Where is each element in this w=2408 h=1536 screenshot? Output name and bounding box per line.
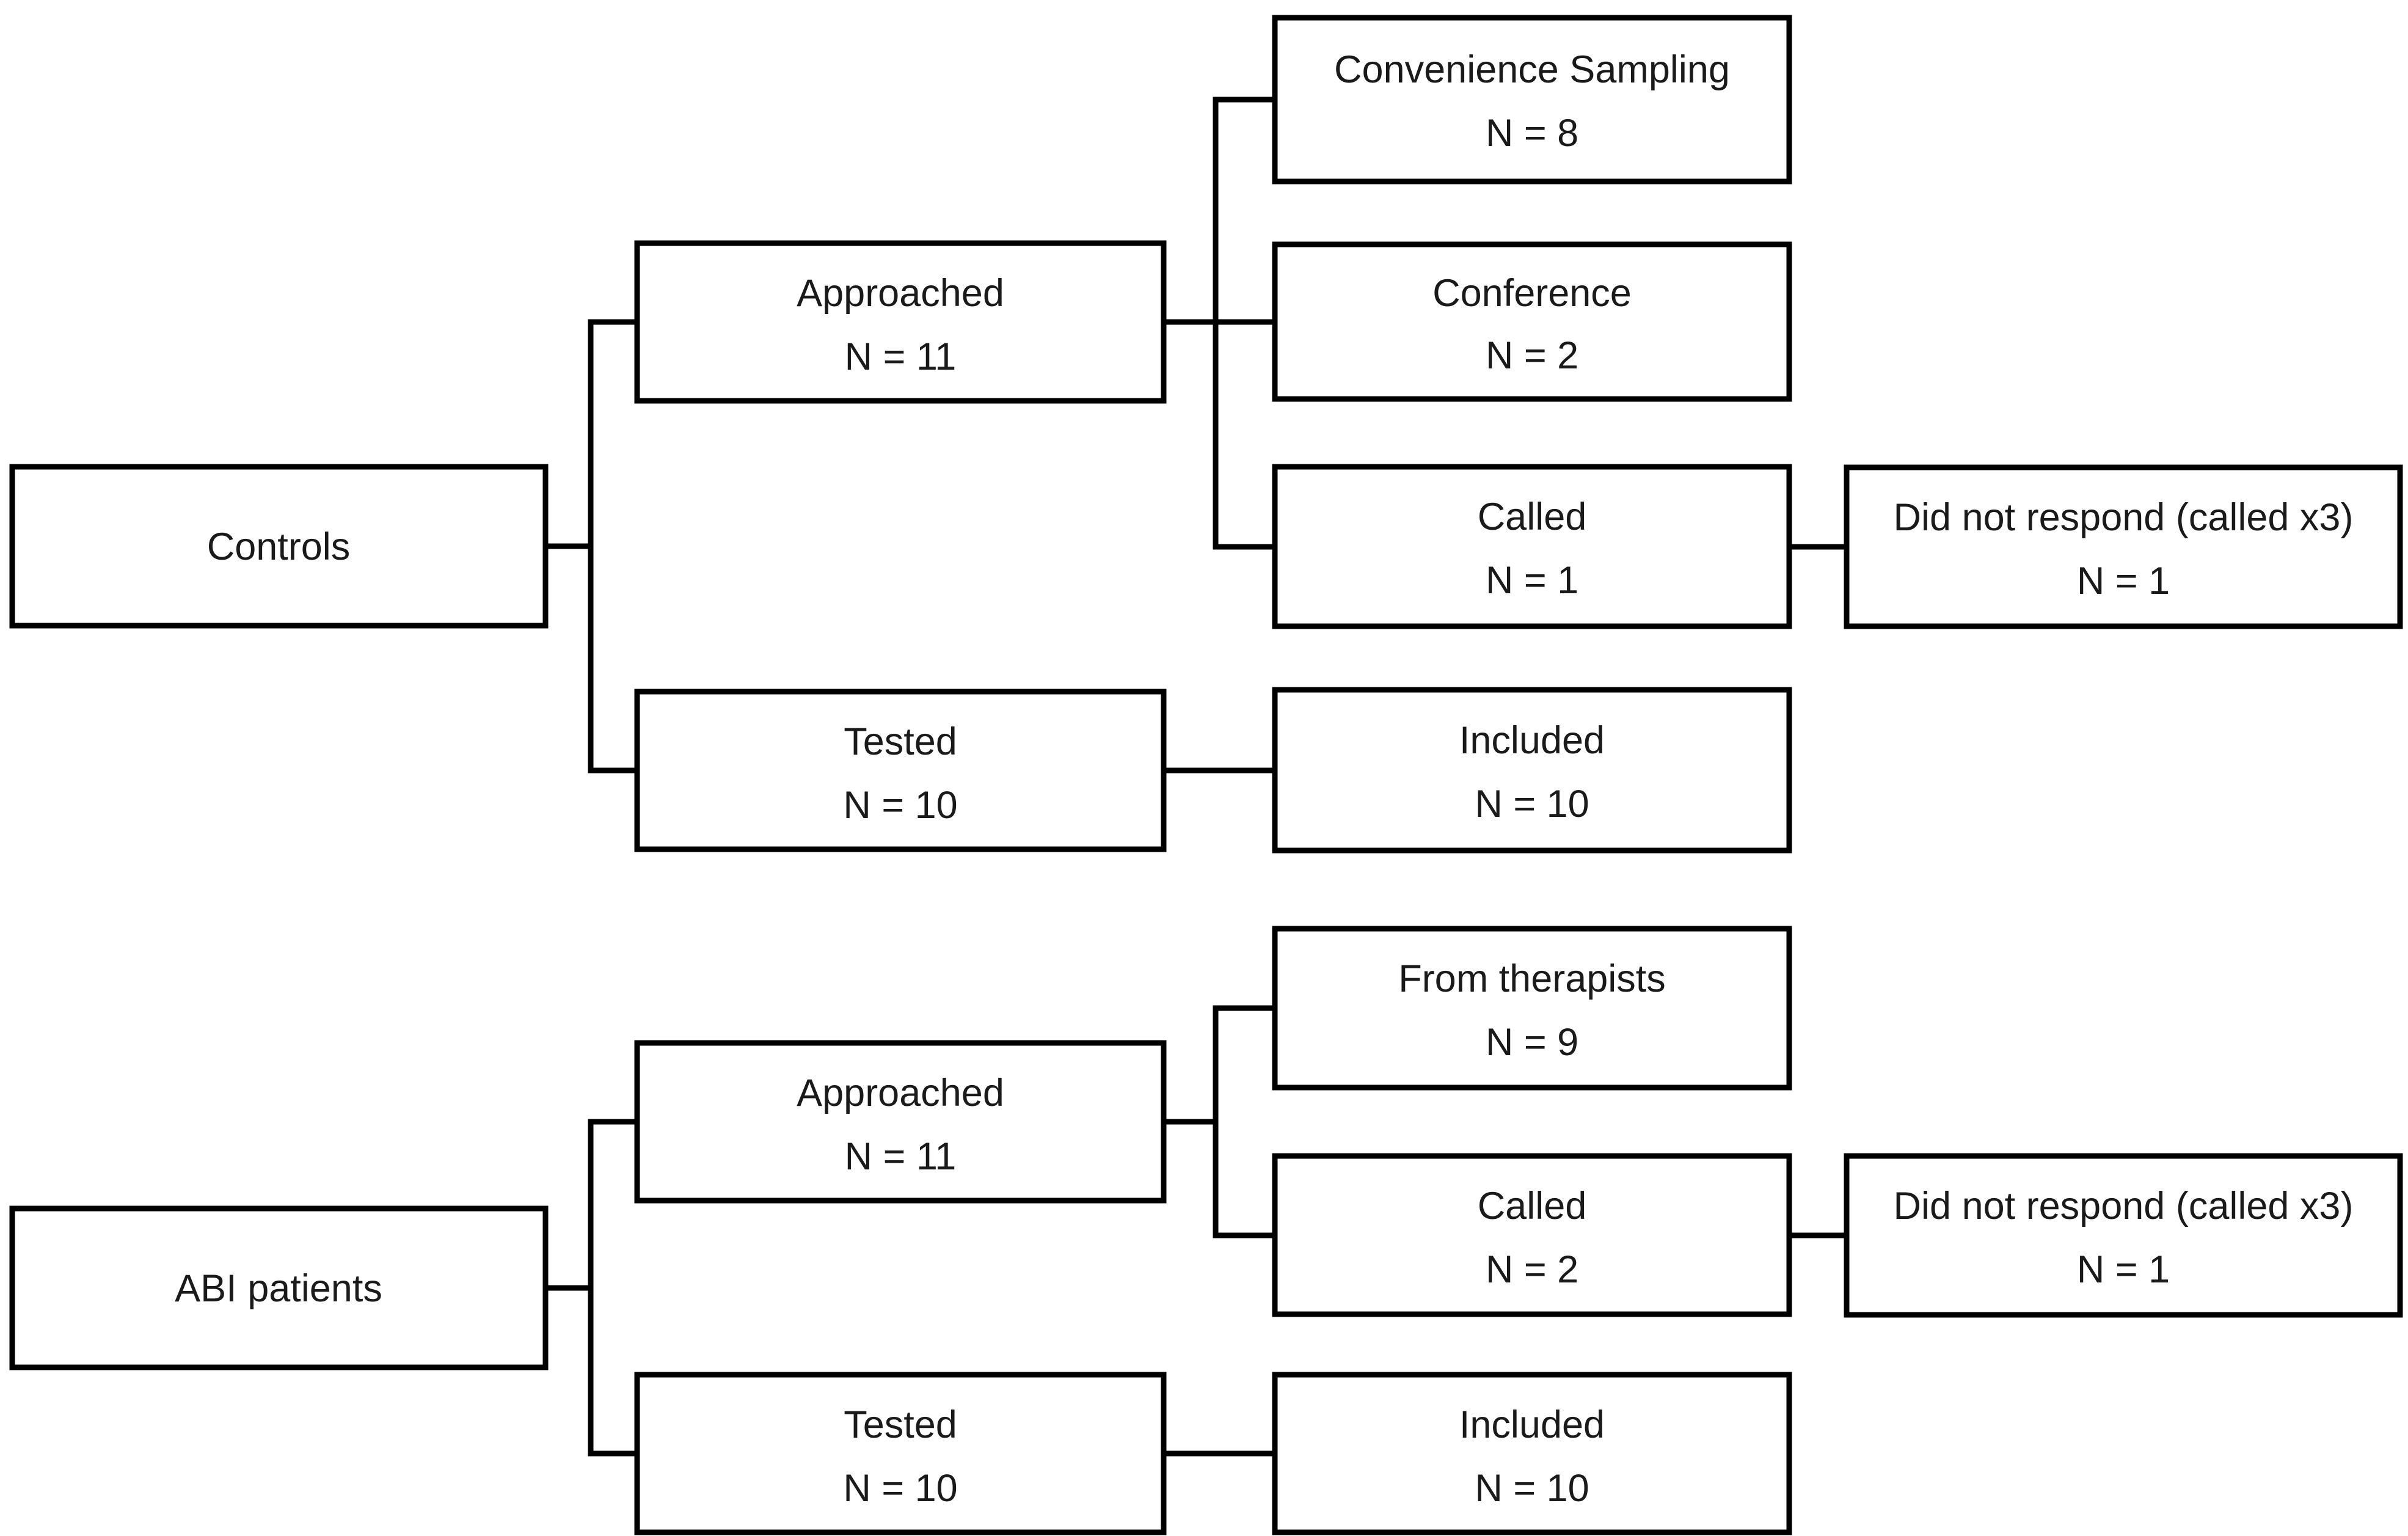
abi-included-label: Included [1459,1403,1605,1446]
controls-included-count: N = 10 [1475,783,1589,825]
controls-included-node: Included N = 10 [1272,687,1792,854]
controls-root-node: Controls [9,464,549,629]
abi-from-therapists-node: From therapists N = 9 [1272,926,1792,1091]
controls-no-response-label: Did not respond (called x3) [1894,496,2354,539]
controls-no-response-count: N = 1 [2077,560,2170,602]
abi-root-node: ABI patients [9,1205,549,1370]
controls-called-count: N = 1 [1486,559,1578,602]
abi-connectors [542,1005,1850,1457]
abi-tested-count: N = 10 [843,1467,957,1510]
controls-conference-node: Conference N = 2 [1272,241,1792,402]
controls-conference-label: Conference [1432,272,1632,315]
abi-label: ABI patients [175,1267,382,1310]
abi-called-label: Called [1478,1185,1587,1227]
controls-tested-label: Tested [844,720,957,763]
abi-called-count: N = 2 [1486,1248,1578,1291]
abi-from-therapists-count: N = 9 [1486,1021,1578,1064]
abi-included-node: Included N = 10 [1272,1372,1792,1535]
abi-approached-box [634,1040,1167,1204]
abi-tested-box [634,1372,1167,1535]
controls-tested-count: N = 10 [843,784,957,827]
abi-no-response-box [1844,1153,2403,1318]
abi-box [9,1205,549,1370]
controls-approached-box [634,240,1167,404]
controls-called-label: Called [1478,496,1587,538]
controls-convenience-node: Convenience Sampling N = 8 [1272,15,1792,185]
controls-conference-count: N = 2 [1486,334,1578,377]
controls-label: Controls [207,525,351,568]
abi-approached-label: Approached [797,1072,1004,1114]
abi-no-response-label: Did not respond (called x3) [1894,1185,2354,1227]
abi-included-count: N = 10 [1475,1467,1589,1510]
controls-no-response-box [1844,464,2403,629]
controls-called-box [1272,464,1792,629]
controls-convenience-label: Convenience Sampling [1334,48,1730,91]
abi-no-response-node: Did not respond (called x3) N = 1 [1844,1153,2403,1318]
controls-approached-count: N = 11 [845,335,957,378]
abi-from-therapists-label: From therapists [1398,957,1666,1000]
abi-called-node: Called N = 2 [1272,1153,1792,1317]
controls-included-label: Included [1459,719,1605,762]
controls-included-box [1272,687,1792,854]
controls-approached-label: Approached [797,272,1004,315]
controls-called-node: Called N = 1 [1272,464,1792,629]
controls-tested-box [634,689,1167,852]
controls-no-response-node: Did not respond (called x3) N = 1 [1844,464,2403,629]
abi-no-response-count: N = 1 [2077,1248,2170,1291]
controls-box [9,464,549,629]
abi-included-box [1272,1372,1792,1535]
abi-tested-label: Tested [844,1403,957,1446]
controls-convenience-box [1272,15,1792,185]
abi-tested-node: Tested N = 10 [634,1372,1167,1535]
controls-tested-node: Tested N = 10 [634,689,1167,852]
abi-approached-node: Approached N = 11 [634,1040,1167,1204]
controls-conference-box [1272,241,1792,402]
controls-approached-node: Approached N = 11 [634,240,1167,404]
abi-called-box [1272,1153,1792,1317]
controls-convenience-count: N = 8 [1486,112,1578,155]
abi-approached-count: N = 11 [845,1135,957,1178]
controls-connectors [542,97,1850,773]
abi-from-therapists-box [1272,926,1792,1091]
